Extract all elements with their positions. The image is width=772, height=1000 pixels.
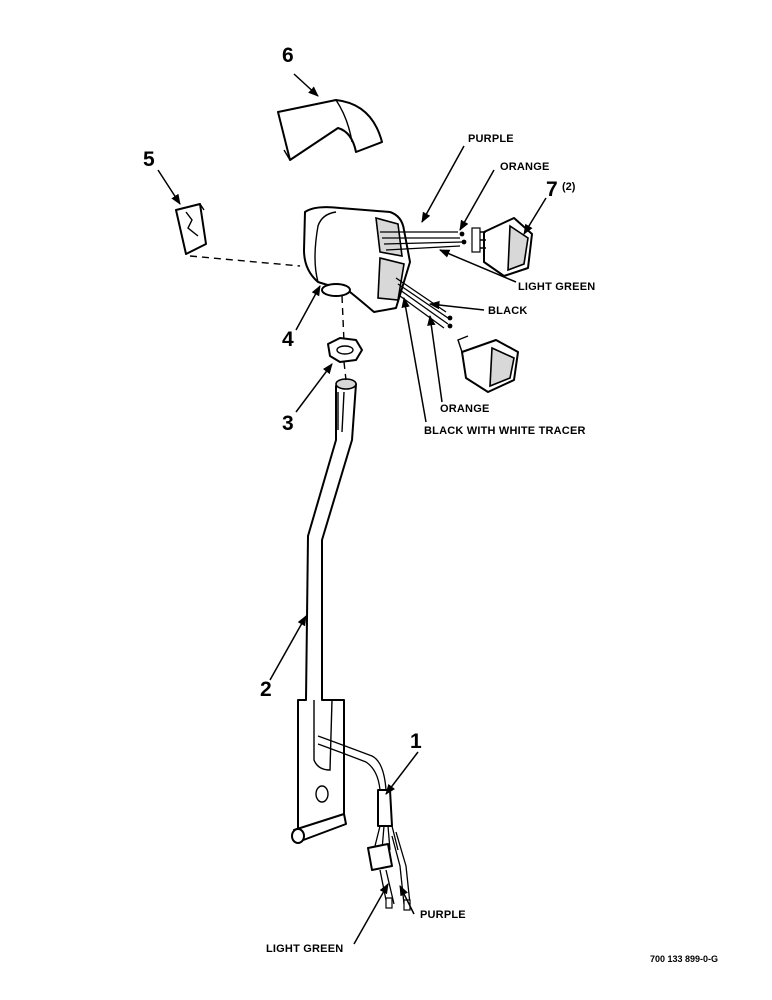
wire-bundle-upper <box>380 231 467 251</box>
label-black: BLACK <box>488 305 528 317</box>
leader-1 <box>385 751 419 795</box>
label-light-green-top: LIGHT GREEN <box>518 281 595 293</box>
label-purple-top: PURPLE <box>468 133 514 145</box>
leader-6 <box>293 73 319 97</box>
part-4-switch-housing <box>303 206 411 313</box>
leader-black-white-tracer <box>401 296 427 423</box>
leader-purple-top <box>421 145 465 223</box>
leader-2 <box>269 615 307 681</box>
label-orange-bottom: ORANGE <box>440 403 489 415</box>
callout-2: 2 <box>260 678 272 701</box>
wire-bundle-lower <box>395 277 453 329</box>
leader-black <box>428 300 485 311</box>
leader-3 <box>295 363 333 413</box>
callout-7: 7 <box>546 178 558 201</box>
document-number: 700 133 899-0-G <box>650 954 718 964</box>
leader-light-green-top <box>439 249 517 283</box>
assembly-line-tube <box>343 361 347 381</box>
part-5-clip <box>175 203 207 255</box>
label-purple-bottom: PURPLE <box>420 909 466 921</box>
leader-4 <box>295 285 321 331</box>
callout-7-quantity: (2) <box>562 181 576 193</box>
leader-5 <box>157 169 181 205</box>
leader-7 <box>523 197 547 235</box>
callout-6: 6 <box>282 44 294 67</box>
label-black-white-tracer: BLACK WITH WHITE TRACER <box>424 425 586 437</box>
part-7-rocker-switch-lower <box>457 335 519 393</box>
part-1-wire-harness <box>317 735 411 911</box>
label-light-green-bottom: LIGHT GREEN <box>266 943 343 955</box>
label-orange-top: ORANGE <box>500 161 549 173</box>
callout-4: 4 <box>282 328 294 351</box>
part-3-nut <box>327 337 363 363</box>
leader-light-green-bottom <box>353 883 389 945</box>
leader-purple-bottom <box>399 885 415 915</box>
part-2-mounting-tube <box>291 378 357 844</box>
assembly-line-clip <box>189 255 301 267</box>
part-6-cover <box>277 99 383 161</box>
leader-orange-top <box>459 169 495 231</box>
callout-5: 5 <box>143 148 155 171</box>
callout-1: 1 <box>410 730 422 753</box>
assembly-line-nut <box>341 295 345 343</box>
leader-orange-bottom <box>427 314 443 403</box>
part-7-rocker-switch-upper <box>471 217 533 277</box>
callout-3: 3 <box>282 412 294 435</box>
